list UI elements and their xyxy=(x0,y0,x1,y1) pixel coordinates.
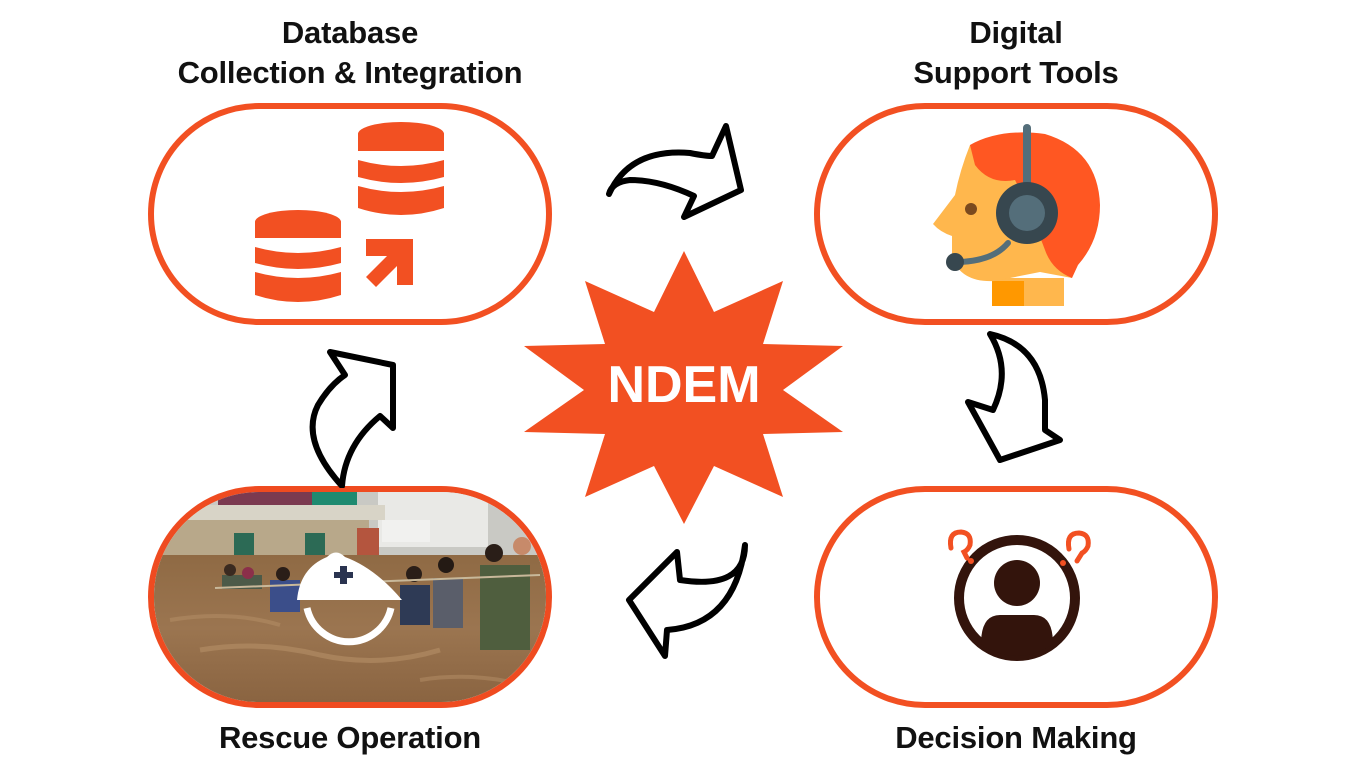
database-stack-icon xyxy=(255,122,444,302)
rescue-helmet-icon xyxy=(297,552,402,646)
node-title-rescue: Rescue Operation xyxy=(218,720,482,755)
confused-person-icon xyxy=(948,529,1091,661)
node-title-digital: Digital Support Tools xyxy=(913,15,1119,90)
curved-arrow-left-icon xyxy=(626,542,748,659)
flood-rescue-photo xyxy=(154,492,546,702)
node-rescue xyxy=(148,486,552,708)
curved-arrow-down-icon xyxy=(965,331,1063,463)
curved-arrow-up-icon xyxy=(309,349,396,488)
ndem-starburst xyxy=(524,251,843,524)
ndem-label: NDEM xyxy=(607,356,761,414)
node-title-database: Database Collection & Integration xyxy=(177,15,523,90)
node-digital xyxy=(814,103,1218,325)
node-decision xyxy=(814,486,1218,708)
node-title-decision: Decision Making xyxy=(895,720,1137,755)
node-database xyxy=(148,103,552,325)
headset-operator-icon xyxy=(933,124,1100,306)
curved-arrow-right-icon xyxy=(606,123,744,220)
